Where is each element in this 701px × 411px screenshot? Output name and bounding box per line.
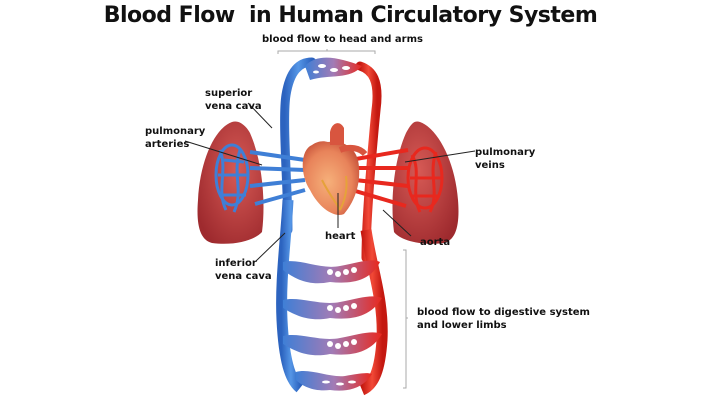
label-heart: heart — [325, 231, 356, 242]
label-aorta: aorta — [420, 237, 451, 248]
leader-aorta — [382, 209, 412, 237]
digestive-bracket — [403, 249, 408, 389]
pulmonary-artery-vessels — [249, 150, 306, 206]
leader-pulmonary-arteries — [184, 140, 263, 166]
leader-inferior-vena-cava — [255, 232, 286, 262]
label-digestive-lower: blood flow to digestive system and lower… — [417, 307, 590, 331]
label-superior-vena-cava: superior vena cava — [205, 88, 262, 112]
head-arms-bracket — [277, 49, 376, 54]
left-lung-vessels — [214, 143, 250, 213]
right-lung-vessels — [406, 146, 444, 213]
leader-lines — [184, 102, 476, 262]
label-pulmonary-veins: pulmonary veins — [475, 147, 536, 171]
leader-superior-vena-cava — [247, 102, 273, 129]
label-pulmonary-arteries: pulmonary arteries — [145, 126, 206, 150]
leader-pulmonary-veins — [404, 150, 476, 163]
right-lung — [392, 121, 459, 244]
lower-capillary-beds — [283, 260, 382, 391]
left-lung — [197, 121, 264, 244]
pulmonary-vein-vessels — [349, 148, 409, 208]
capillary-bed-lower-limbs — [296, 371, 372, 391]
diagram-title: Blood Flow in Human Circulatory System — [103, 3, 598, 28]
label-head-arms: blood flow to head and arms — [262, 34, 423, 45]
label-inferior-vena-cava: inferior vena cava — [215, 258, 272, 282]
inferior-vena-cava-vessel — [276, 199, 304, 393]
heart-illustration — [302, 123, 368, 215]
aorta-vessel — [359, 229, 388, 396]
head-arms-circulation — [280, 57, 382, 263]
